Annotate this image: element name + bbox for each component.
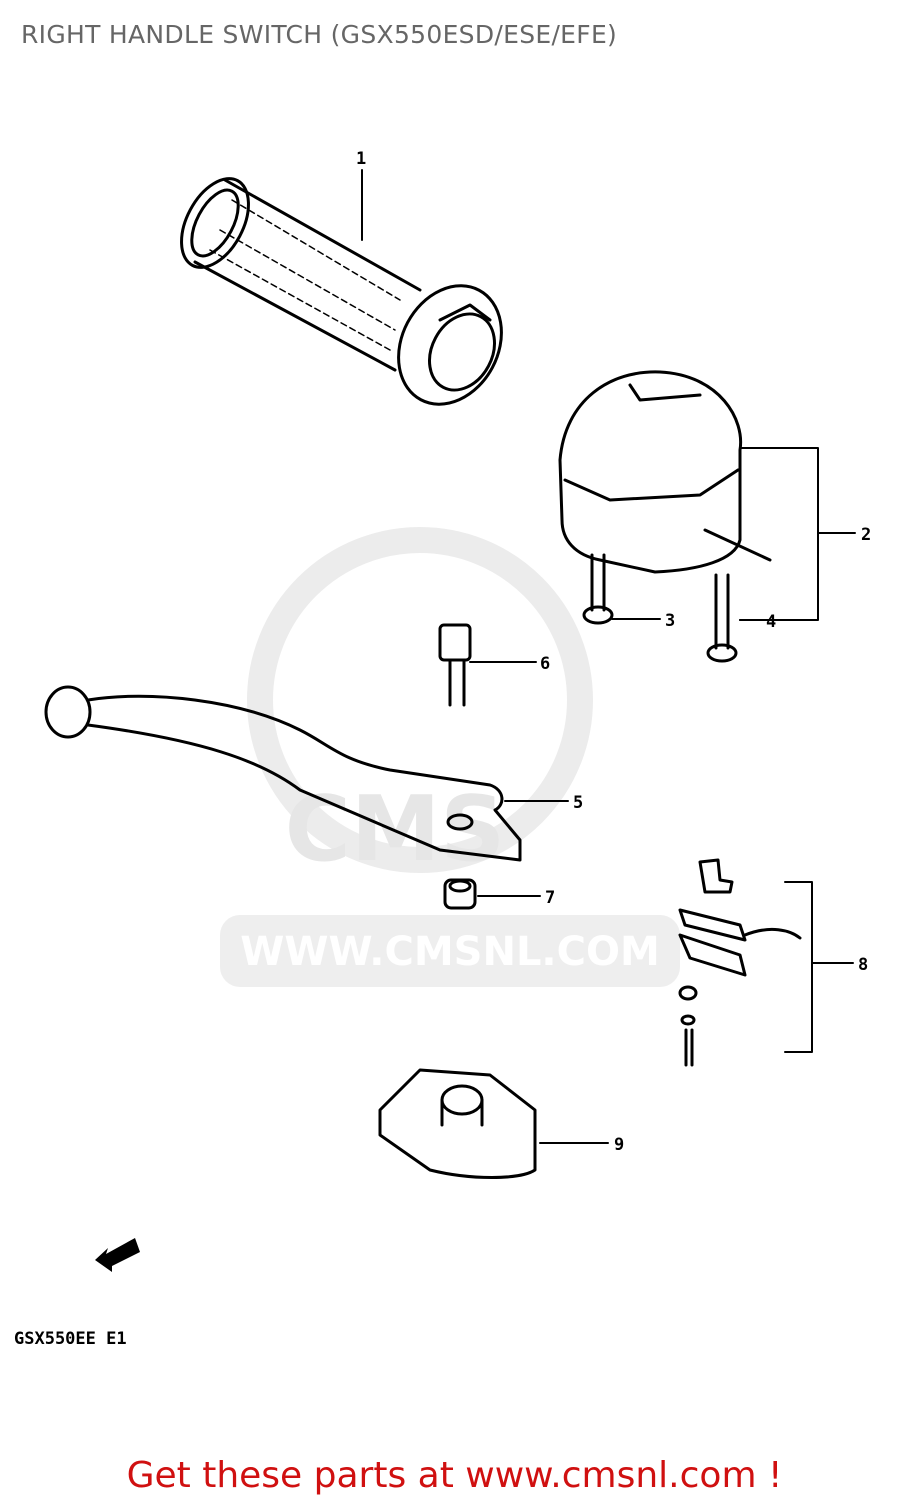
leader-lines	[361, 169, 856, 1144]
callout-2: 2	[861, 525, 871, 545]
part-switch-cover[interactable]	[378, 1068, 537, 1179]
part-front-brake-switch[interactable]	[678, 858, 802, 1067]
page-title: RIGHT HANDLE SWITCH (GSX550ESD/ESE/EFE)	[21, 20, 618, 49]
footer-link-text[interactable]: Get these parts at www.cmsnl.com !	[126, 1455, 783, 1496]
part-nut[interactable]	[443, 878, 477, 910]
part-throttle-grip[interactable]	[168, 167, 522, 422]
front-direction-arrow-icon	[95, 1238, 140, 1272]
watermark-url: WWW.CMSNL.COM	[240, 929, 660, 975]
callout-6: 6	[540, 654, 550, 674]
footer-link[interactable]: Get these parts at www.cmsnl.com !	[0, 1455, 909, 1496]
callout-3: 3	[665, 611, 675, 631]
part-pivot-bolt[interactable]	[438, 623, 472, 707]
part-switch-housing[interactable]	[558, 370, 772, 574]
callout-8: 8	[858, 955, 868, 975]
part-screw-3[interactable]	[582, 553, 614, 625]
model-code: GSX550EE E1	[14, 1329, 127, 1349]
callout-5: 5	[573, 793, 583, 813]
watermark: CMS WWW.CMSNL.COM	[220, 527, 680, 987]
callout-1: 1	[356, 149, 366, 169]
callout-4: 4	[766, 612, 776, 632]
callout-7: 7	[545, 888, 555, 908]
part-brake-lever[interactable]	[44, 685, 522, 862]
callout-9: 9	[614, 1135, 624, 1155]
part-screw-4[interactable]	[706, 573, 738, 663]
